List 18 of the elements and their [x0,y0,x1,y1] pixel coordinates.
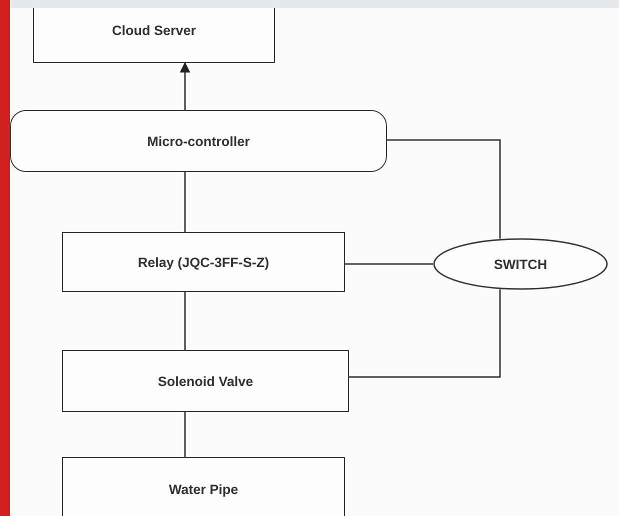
connector-line [349,289,501,378]
node-label: Micro-controller [147,134,250,148]
node-label: SWITCH [494,256,548,272]
connector-line [387,139,501,239]
process-box [62,350,349,412]
switch-ellipse [433,238,608,290]
process-box [62,457,345,516]
node-label: Relay (JQC-3FF-S-Z) [138,254,270,270]
connector-line [345,263,433,265]
rounded-box [10,110,387,172]
process-box [62,232,345,292]
connector-line [184,412,186,457]
node-label: Solenoid Valve [158,374,254,388]
connector-line [184,292,186,350]
connector-line [184,172,186,232]
arrow [180,62,190,110]
node-label: Water Pipe [168,482,238,496]
node-label: Cloud Server [112,23,196,38]
